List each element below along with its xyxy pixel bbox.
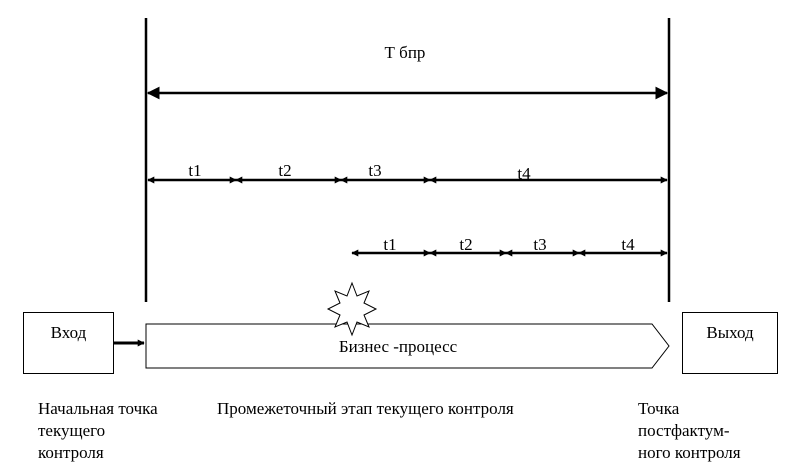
caption-end-point: Точка постфактум- ного контроля — [638, 399, 741, 462]
row2-label-t4: t4 — [621, 235, 635, 254]
row1-label-t1: t1 — [188, 161, 201, 180]
business-process-label: Бизнес -процесс — [339, 337, 458, 356]
output-box: Выход — [682, 312, 778, 374]
row1-label-t2: t2 — [278, 161, 291, 180]
row1-label-t3: t3 — [368, 161, 381, 180]
row2-label-t2: t2 — [459, 235, 472, 254]
input-box-label: Вход — [50, 323, 87, 342]
caption-start-point: Начальная точка текущего контроля — [38, 399, 158, 462]
output-box-label: Выход — [706, 323, 754, 342]
control-event-star-icon — [326, 281, 378, 337]
business-process-arrow-shape — [145, 323, 670, 369]
input-box: Вход — [23, 312, 114, 374]
caption-intermediate-stage: Промежеточный этап текущего контроля — [217, 399, 514, 418]
row2-label-t1: t1 — [383, 235, 396, 254]
total-duration-label: Т бпр — [385, 43, 426, 62]
row2-label-t3: t3 — [533, 235, 546, 254]
